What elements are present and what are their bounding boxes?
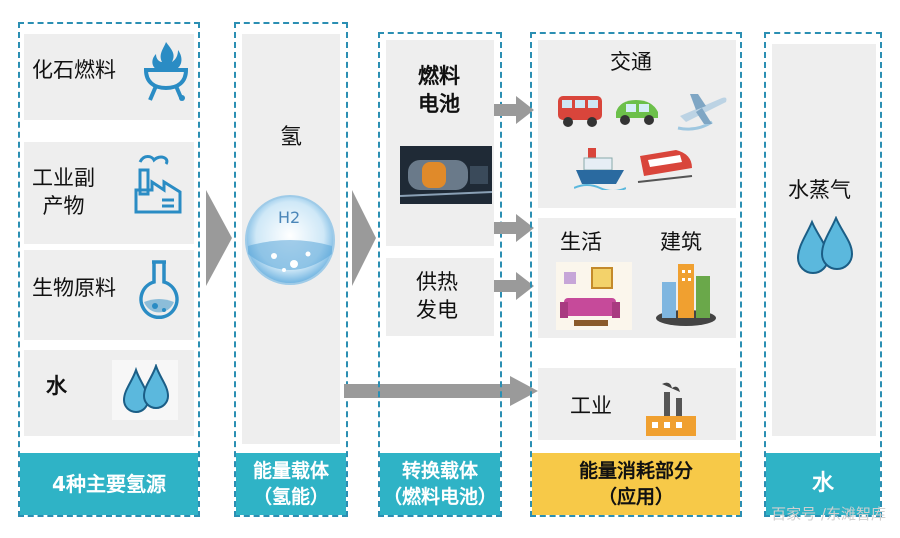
buildings-icon — [656, 264, 716, 326]
source-fossil-label: 化石燃料 — [32, 58, 116, 82]
heat-power-label: 供热 发电 — [416, 270, 458, 322]
airplane-icon — [677, 94, 727, 131]
carrier-footer-line2: （氢能） — [252, 486, 329, 508]
consumption-column: 交通 生活 建筑 — [530, 32, 742, 517]
small-arrow-transport — [494, 96, 534, 124]
sources-column: 化石燃料 工业副 产物 生物原料 水 4种主要氢源 — [18, 22, 200, 517]
small-arrow-heat — [494, 272, 534, 300]
carrier-footer: 能量载体 （氢能） — [236, 453, 346, 515]
water-vapor-cell — [772, 44, 876, 436]
carrier-column: 氢 H2 能量载体 （氢能） — [234, 22, 348, 517]
big-arrow-1 — [206, 190, 232, 286]
train-icon — [637, 150, 693, 183]
hydrogen-sphere-icon — [245, 195, 335, 285]
factory-icon — [134, 155, 182, 214]
flask-icon — [139, 260, 179, 320]
transport-label: 交通 — [610, 50, 652, 74]
consumption-footer-line2: （应用） — [597, 486, 674, 508]
hydrogen-label: 氢 — [280, 125, 303, 150]
conversion-column: 燃料 电池 供热 发电 转换载体 （燃料电池） — [378, 32, 502, 517]
consumption-footer: 能量消耗部分 （应用） — [532, 453, 740, 515]
fuel-cell-image-icon — [400, 146, 492, 204]
living-room-icon — [556, 262, 632, 330]
carrier-footer-line1: 能量载体 — [252, 460, 329, 482]
consumption-footer-line1: 能量消耗部分 — [578, 460, 693, 482]
water-column: 水蒸气 水 — [764, 32, 882, 517]
long-arrow — [344, 376, 538, 406]
sources-footer-text: 4种主要氢源 — [52, 472, 166, 496]
heat-power-cell — [386, 258, 494, 336]
conversion-footer-line2: （燃料电池） — [382, 486, 497, 508]
sources-footer: 4种主要氢源 — [20, 453, 198, 515]
water-vapor-label: 水蒸气 — [788, 178, 851, 202]
watermark: 百家号 /东滩智库 — [771, 505, 886, 523]
conversion-footer: 转换载体 （燃料电池） — [380, 453, 500, 515]
source-bio-label: 生物原料 — [32, 276, 116, 300]
water-footer: 水 — [766, 453, 880, 515]
water-vapor-drops-icon — [796, 216, 854, 274]
ship-icon — [574, 148, 626, 190]
conversion-footer-line1: 转换载体 — [401, 460, 478, 482]
industry-label: 工业 — [570, 394, 612, 418]
bus-icon — [558, 96, 602, 127]
fuel-cell-label: 燃料 电池 — [418, 64, 460, 116]
source-industrial-label: 工业副 产物 — [32, 166, 95, 218]
industry-plant-icon — [646, 382, 696, 436]
car-icon — [616, 100, 658, 125]
water-drops-icon — [122, 364, 170, 413]
grill-flame-icon — [143, 42, 189, 101]
small-arrow-life — [494, 214, 534, 242]
fuel-cell-cell — [386, 40, 494, 246]
building-label: 建筑 — [660, 230, 702, 254]
big-arrow-2 — [352, 190, 376, 286]
h2-label: H2 — [278, 208, 301, 227]
industry-cell — [538, 368, 736, 440]
source-water-label: 水 — [46, 374, 67, 398]
water-footer-text: 水 — [811, 471, 834, 496]
life-label: 生活 — [560, 230, 602, 254]
